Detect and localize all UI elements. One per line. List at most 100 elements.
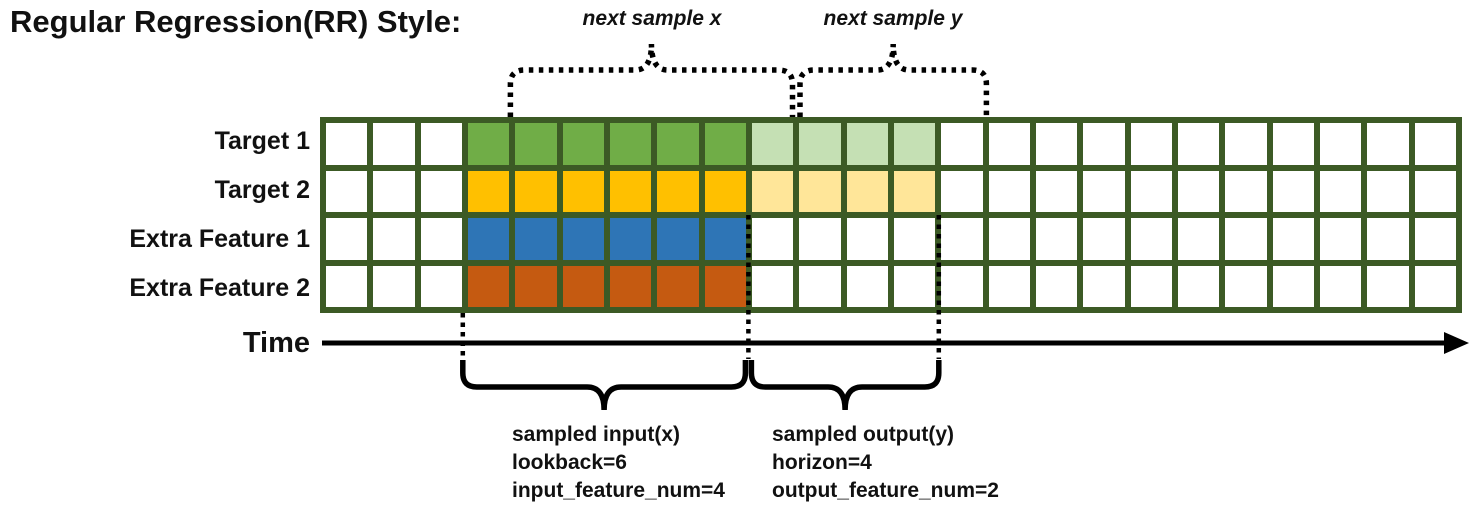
grid-cell-output [846, 170, 888, 212]
grid-cell-empty [941, 265, 983, 307]
grid-cell-empty [1225, 123, 1267, 165]
grid-cell-empty [1225, 170, 1267, 212]
grid-cell-output [799, 170, 841, 212]
grid-cell-input [609, 265, 652, 307]
grid-cell-empty [1130, 265, 1172, 307]
grid-cell-input [467, 123, 510, 165]
sampled-input-annotation: sampled input(x) lookback=6 input_featur… [512, 421, 725, 505]
time-arrowhead [1444, 332, 1469, 354]
grid-cell-empty [326, 123, 368, 165]
grid-cell-empty [1130, 218, 1172, 260]
grid-cell-empty [1083, 170, 1125, 212]
grid-cell-input [467, 265, 510, 307]
grid-cell-empty [373, 218, 415, 260]
grid-cell-input [609, 170, 652, 212]
sampled-output-annotation: sampled output(y) horizon=4 output_featu… [772, 421, 999, 505]
input-feature-num: input_feature_num=4 [512, 479, 725, 502]
grid-cell-input [467, 170, 510, 212]
grid-cell-empty [1367, 170, 1409, 212]
grid-cell-empty [420, 123, 462, 165]
grid-cell-empty [1177, 170, 1220, 212]
row-label-extra-feature-1: Extra Feature 1 [129, 225, 310, 253]
grid-cell-empty [420, 265, 462, 307]
grid-cell-empty [1414, 170, 1456, 212]
diagram-title: Regular Regression(RR) Style: [10, 4, 462, 39]
grid-cell-input [562, 170, 604, 212]
grid-cell-input [704, 218, 746, 260]
sampled-output-brace [748, 360, 942, 411]
sampled-input-brace [460, 360, 749, 411]
grid-cell-empty [846, 265, 888, 307]
row-label-target-1: Target 1 [214, 127, 310, 155]
grid-cell-empty [1083, 218, 1125, 260]
grid-cell-empty [799, 218, 841, 260]
grid-cell-empty [1083, 123, 1125, 165]
grid-cell-input [704, 170, 746, 212]
grid-cell-input [515, 123, 557, 165]
grid-cell-empty [373, 123, 415, 165]
grid-cell-empty [1035, 170, 1078, 212]
grid-cell-empty [1177, 123, 1220, 165]
grid-cell-empty [1035, 218, 1078, 260]
grid-cell-empty [988, 265, 1030, 307]
grid-cell-empty [988, 218, 1030, 260]
grid-cell-empty [326, 170, 368, 212]
grid-cell-empty [893, 265, 936, 307]
grid-cell-output [846, 123, 888, 165]
grid-cell-empty [1319, 265, 1362, 307]
grid-cell-empty [846, 218, 888, 260]
sample-grid [320, 117, 1462, 313]
grid-cell-input [515, 265, 557, 307]
grid-cell-empty [751, 218, 794, 260]
grid-cell-input [657, 218, 699, 260]
grid-cell-empty [1319, 170, 1362, 212]
sampled-output-title: sampled output(y) [772, 423, 954, 446]
grid-cell-empty [1177, 265, 1220, 307]
grid-cell-empty [1130, 123, 1172, 165]
grid-cell-input [562, 218, 604, 260]
grid-cell-empty [1083, 265, 1125, 307]
grid-cell-empty [1272, 170, 1314, 212]
grid-cell-empty [941, 170, 983, 212]
grid-cell-empty [799, 265, 841, 307]
grid-cell-empty [1367, 265, 1409, 307]
grid-cell-empty [1367, 123, 1409, 165]
grid-cell-empty [326, 218, 368, 260]
next-sample-x-brace [507, 43, 796, 117]
grid-cell-output [893, 123, 936, 165]
next-sample-y-brace [797, 43, 990, 117]
grid-cell-output [751, 123, 794, 165]
row-label-extra-feature-2: Extra Feature 2 [129, 274, 310, 302]
grid-cell-input [704, 265, 746, 307]
grid-cell-empty [893, 218, 936, 260]
grid-cell-empty [1272, 265, 1314, 307]
grid-cell-empty [373, 265, 415, 307]
row-label-target-2: Target 2 [214, 176, 310, 204]
grid-cell-empty [1035, 265, 1078, 307]
output-feature-num: output_feature_num=2 [772, 479, 999, 502]
grid-cell-output [751, 170, 794, 212]
grid-cell-input [657, 170, 699, 212]
grid-cell-empty [1272, 218, 1314, 260]
grid-cell-input [562, 123, 604, 165]
grid-cell-empty [941, 123, 983, 165]
grid-cell-output [893, 170, 936, 212]
grid-cell-empty [373, 170, 415, 212]
grid-cell-empty [420, 170, 462, 212]
grid-cell-input [704, 123, 746, 165]
grid-cell-empty [1272, 123, 1314, 165]
lookback-value: lookback=6 [512, 451, 627, 474]
grid-cell-input [609, 218, 652, 260]
grid-cell-empty [1414, 265, 1456, 307]
grid-cell-input [515, 170, 557, 212]
horizon-value: horizon=4 [772, 451, 872, 474]
grid-cell-empty [1225, 265, 1267, 307]
grid-cell-empty [988, 170, 1030, 212]
sampled-input-title: sampled input(x) [512, 423, 681, 446]
grid-cell-empty [1414, 123, 1456, 165]
grid-cell-empty [1319, 218, 1362, 260]
grid-cell-input [562, 265, 604, 307]
grid-cell-input [467, 218, 510, 260]
next-sample-x-label: next sample x [582, 7, 722, 30]
